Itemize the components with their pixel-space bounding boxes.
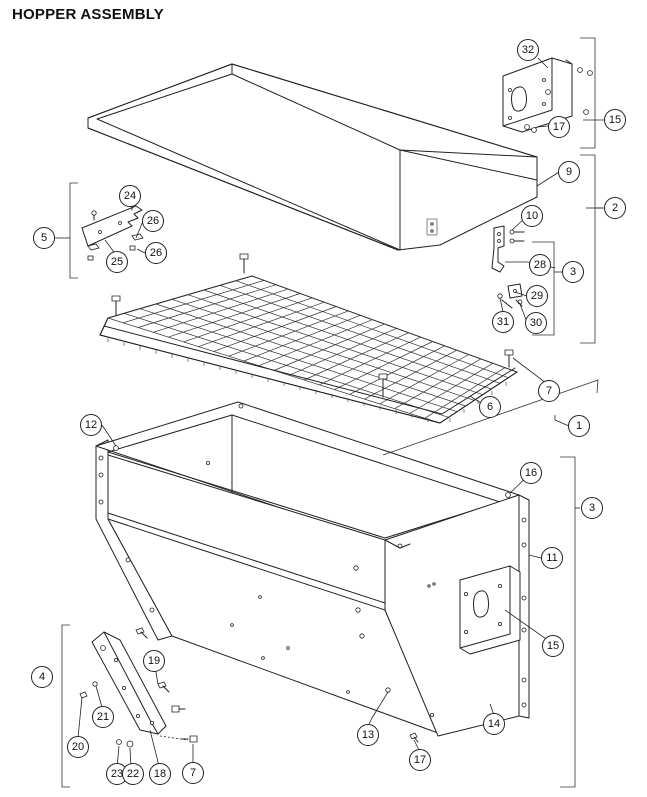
callout-9: 9 (558, 161, 580, 183)
svg-text:5: 5 (41, 232, 47, 244)
svg-text:10: 10 (526, 210, 538, 222)
svg-text:31: 31 (497, 316, 509, 328)
svg-text:18: 18 (154, 768, 166, 780)
svg-text:16: 16 (525, 467, 537, 479)
side-support-bracket (79, 627, 419, 748)
gate-assembly (81, 200, 144, 261)
hopper-lid (87, 63, 538, 251)
callout-7-bottom: 7 (182, 762, 204, 784)
leader-lines (55, 57, 604, 769)
callout-31: 31 (492, 311, 514, 333)
svg-text:7: 7 (546, 385, 552, 397)
callout-15-top: 15 (604, 109, 626, 131)
svg-text:15: 15 (609, 114, 621, 126)
callout-29: 29 (526, 285, 548, 307)
svg-text:3: 3 (570, 266, 576, 278)
callout-13: 13 (357, 724, 379, 746)
callout-26-top: 26 (142, 210, 164, 232)
svg-text:13: 13 (362, 729, 374, 741)
screen-bolt (378, 373, 388, 398)
svg-text:32: 32 (522, 44, 534, 56)
callout-1: 1 (568, 415, 590, 437)
latch-assembly (491, 225, 525, 309)
callout-26-bottom: 26 (145, 242, 167, 264)
svg-text:20: 20 (72, 741, 84, 753)
callout-3-bottom: 3 (581, 497, 603, 519)
callout-22: 22 (122, 763, 144, 785)
svg-text:21: 21 (97, 711, 109, 723)
screen-bolt (504, 349, 514, 368)
callout-24: 24 (119, 185, 141, 207)
page-title: HOPPER ASSEMBLY (12, 6, 164, 23)
svg-text:7: 7 (190, 767, 196, 779)
svg-text:26: 26 (150, 247, 162, 259)
callout-25: 25 (106, 251, 128, 273)
callout-20: 20 (67, 736, 89, 758)
exploded-mount-bracket (502, 57, 593, 133)
callout-32: 32 (517, 39, 539, 61)
callout-7-top: 7 (538, 380, 560, 402)
callout-4: 4 (31, 666, 53, 688)
callout-10: 10 (521, 205, 543, 227)
svg-text:28: 28 (534, 259, 546, 271)
hopper-body (95, 401, 530, 737)
callout-17-top: 17 (548, 116, 570, 138)
svg-text:9: 9 (566, 166, 572, 178)
svg-text:24: 24 (124, 190, 136, 202)
svg-text:3: 3 (589, 502, 595, 514)
callout-28: 28 (529, 254, 551, 276)
svg-text:29: 29 (531, 290, 543, 302)
callout-2: 2 (604, 197, 626, 219)
svg-text:23: 23 (111, 768, 123, 780)
callout-3-top: 3 (562, 261, 584, 283)
svg-text:25: 25 (111, 256, 123, 268)
callout-21: 21 (92, 706, 114, 728)
callout-6: 6 (479, 396, 501, 418)
callout-15-body: 15 (542, 635, 564, 657)
screen-bolt (111, 295, 121, 316)
callout-30: 30 (525, 312, 547, 334)
callout-18: 18 (149, 763, 171, 785)
svg-text:22: 22 (127, 768, 139, 780)
svg-text:15: 15 (547, 640, 559, 652)
mount-bracket (459, 565, 521, 655)
svg-text:17: 17 (553, 121, 565, 133)
mesh-screen (99, 275, 518, 424)
callout-17-bottom: 17 (409, 749, 431, 771)
callout-19: 19 (143, 650, 165, 672)
svg-text:4: 4 (39, 671, 45, 683)
svg-text:1: 1 (576, 420, 582, 432)
svg-text:26: 26 (147, 215, 159, 227)
svg-text:17: 17 (414, 754, 426, 766)
svg-text:30: 30 (530, 317, 542, 329)
svg-text:19: 19 (148, 655, 160, 667)
svg-text:2: 2 (612, 202, 618, 214)
screen-bolt (239, 253, 249, 274)
svg-text:11: 11 (546, 552, 557, 564)
callout-16: 16 (520, 462, 542, 484)
callout-11: 11 (541, 547, 563, 569)
callout-14: 14 (483, 713, 505, 735)
svg-text:6: 6 (487, 401, 493, 413)
svg-text:12: 12 (85, 419, 97, 431)
svg-text:14: 14 (488, 718, 500, 730)
callout-12: 12 (80, 414, 102, 436)
callout-5: 5 (33, 227, 55, 249)
group-brackets (61, 37, 599, 788)
